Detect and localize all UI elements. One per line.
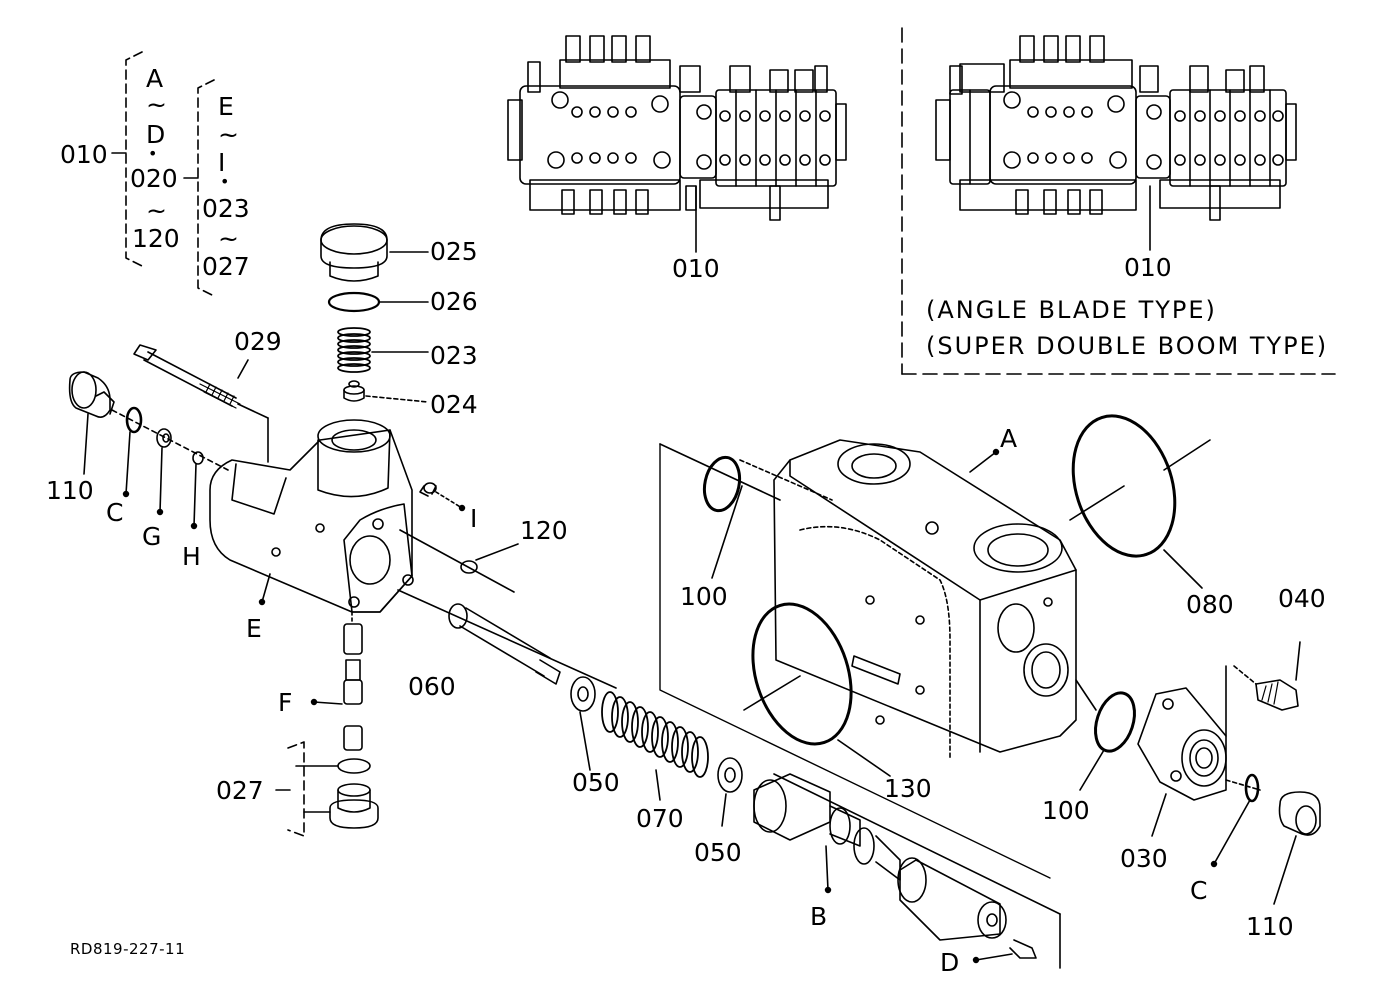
- label-025: 025: [430, 237, 478, 266]
- label-tilde-4: ~: [218, 224, 239, 253]
- label-100-left: 100: [680, 582, 728, 611]
- relief-cap-group: [321, 224, 428, 402]
- label-H: H: [182, 542, 201, 571]
- label-050-bottom: 050: [694, 838, 742, 867]
- label-020: 020: [130, 164, 178, 193]
- drawing-reference-number: RD819-227-11: [70, 940, 186, 958]
- label-C-left: C: [106, 498, 124, 527]
- label-110-left: 110: [46, 476, 94, 505]
- alt-type-frame: [902, 28, 1335, 374]
- o-rings-large: [700, 403, 1192, 757]
- label-070: 070: [636, 804, 684, 833]
- label-010-assembly-alt: 010: [1124, 253, 1172, 282]
- label-A: A: [1000, 424, 1018, 453]
- label-C-right: C: [1190, 876, 1208, 905]
- label-080: 080: [1186, 590, 1234, 619]
- label-E: E: [246, 614, 262, 643]
- label-023-legend: 023: [202, 194, 250, 223]
- legend-brackets: [112, 52, 214, 296]
- end-cover-030: [1138, 642, 1320, 904]
- label-dot-1: •: [148, 144, 158, 163]
- label-120: 120: [520, 516, 568, 545]
- label-010-assembly: 010: [672, 254, 720, 283]
- label-super-double-boom-type: (SUPER DOUBLE BOOM TYPE): [926, 332, 1329, 360]
- control-valve-assembly-alt: [936, 36, 1296, 250]
- label-050-top: 050: [572, 768, 620, 797]
- label-027: 027: [216, 776, 264, 805]
- label-110-right: 110: [1246, 912, 1294, 941]
- label-030: 030: [1120, 844, 1168, 873]
- label-G: G: [142, 522, 162, 551]
- label-029: 029: [234, 327, 282, 356]
- label-010-legend: 010: [60, 140, 108, 169]
- plunger-stack-F: [276, 612, 378, 836]
- label-tilde-3: ~: [218, 120, 239, 149]
- label-027-legend: 027: [202, 252, 250, 281]
- main-spool-B: [754, 774, 1060, 968]
- spool-spring-group: [398, 590, 742, 826]
- label-026: 026: [430, 287, 478, 316]
- left-small-parts: [70, 372, 228, 528]
- label-dot-2: •: [220, 172, 230, 191]
- label-E-legend: E: [218, 92, 234, 121]
- o-ring-leaders: [712, 440, 1210, 790]
- label-tilde-2: ~: [146, 196, 167, 225]
- label-040: 040: [1278, 584, 1326, 613]
- screw-I-and-oring-120: [400, 483, 518, 592]
- label-I: I: [470, 504, 478, 533]
- label-100-right: 100: [1042, 796, 1090, 825]
- control-valve-assembly-standard: [508, 36, 846, 252]
- valve-body-E: [210, 420, 413, 612]
- bolt-029: [134, 345, 268, 462]
- label-024: 024: [430, 390, 478, 419]
- label-I-legend: I: [218, 148, 226, 177]
- label-D-legend: D: [146, 120, 166, 149]
- label-023: 023: [430, 341, 478, 370]
- label-120-legend: 120: [132, 224, 180, 253]
- label-angle-blade-type: (ANGLE BLADE TYPE): [926, 296, 1217, 324]
- label-D: D: [940, 948, 960, 977]
- label-B: B: [810, 902, 828, 931]
- label-130: 130: [884, 774, 932, 803]
- label-A-legend: A: [146, 64, 164, 93]
- label-tilde-1: ~: [146, 90, 167, 119]
- label-060: 060: [408, 672, 456, 701]
- label-F: F: [278, 688, 293, 717]
- main-valve-block-A: [660, 440, 1076, 878]
